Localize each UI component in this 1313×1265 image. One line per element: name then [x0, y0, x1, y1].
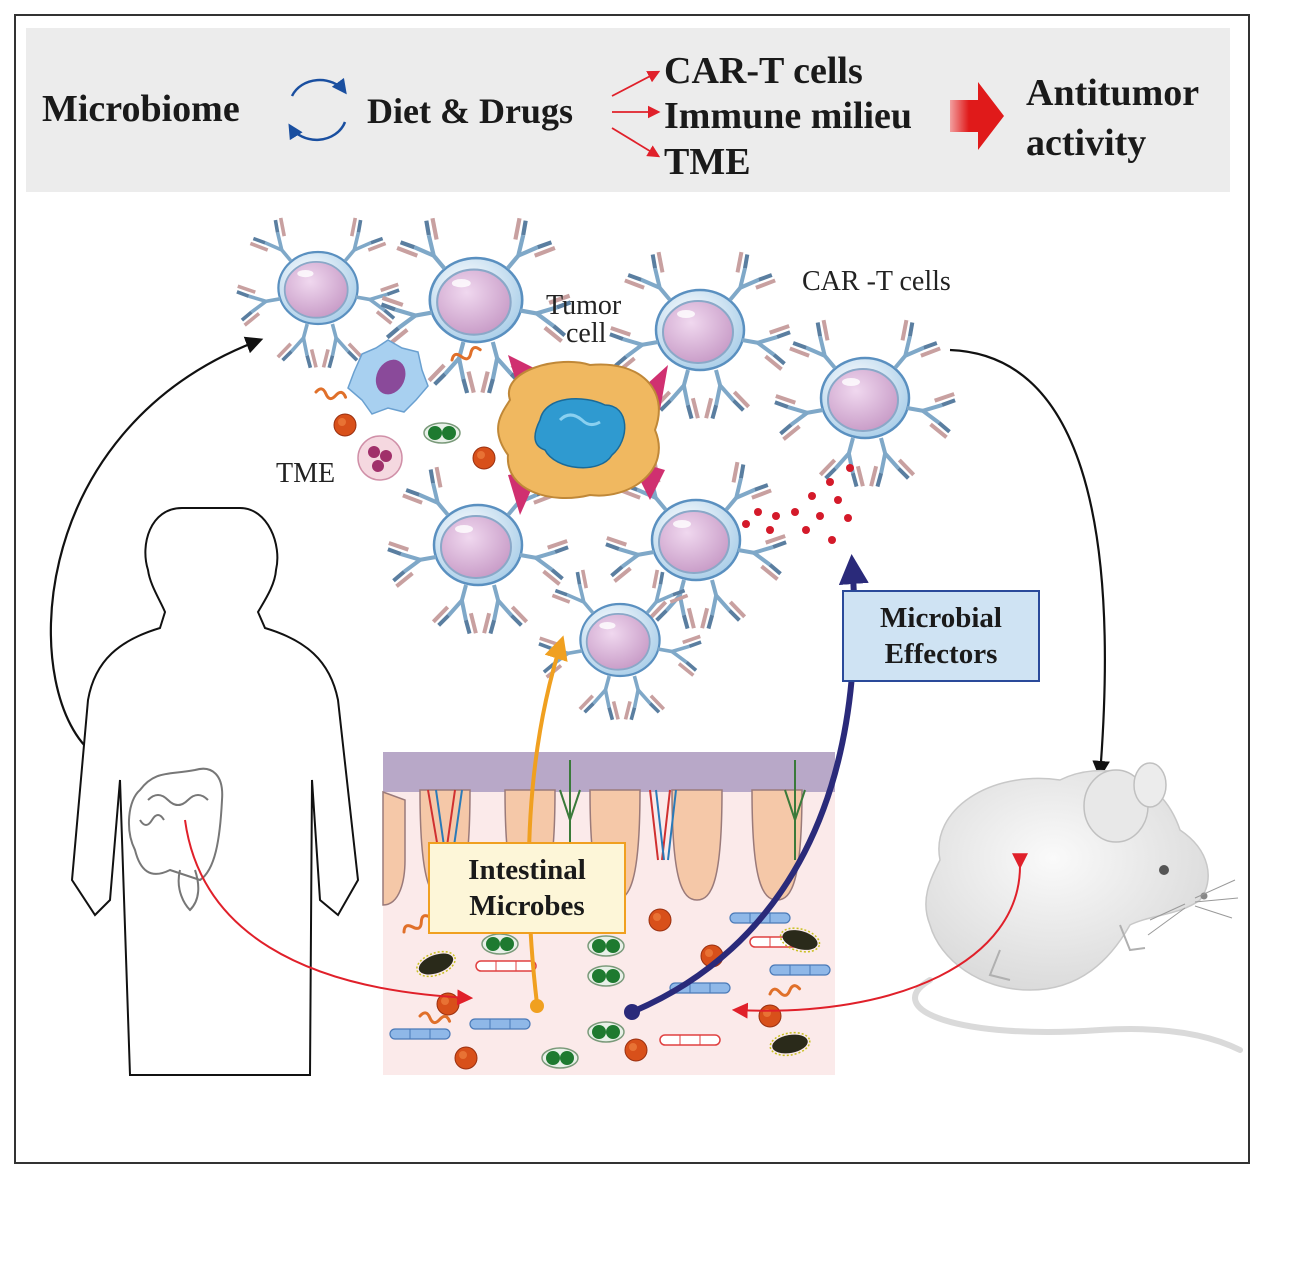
microbiome-label: Microbiome [42, 88, 240, 130]
tme-cells [313, 339, 496, 481]
summary-header [26, 28, 1230, 192]
car-t-to-mouse-arrow [949, 348, 1110, 779]
antitumor-label: Antitumor [1026, 72, 1200, 114]
effector-dots [742, 464, 854, 544]
activity-label: activity [1026, 122, 1147, 164]
red-block-arrow-icon [950, 82, 1004, 150]
human-silhouette-icon [70, 507, 360, 1076]
microbial-effectors-line1: Microbial [880, 601, 1002, 634]
intestinal-microbes-line2: Microbes [469, 890, 585, 922]
mouse-gut-arrow [731, 853, 1029, 1019]
intestine-icon [128, 767, 224, 912]
fan-out-arrows [611, 70, 661, 158]
microbial-effectors-line2: Effectors [884, 638, 998, 670]
cycle-arrows-icon [288, 77, 347, 142]
human-to-gut-arrow [184, 819, 474, 1006]
microbial-effectors-box: Microbial Effectors [842, 590, 1040, 682]
mouse-icon [912, 762, 1243, 1053]
figure-frame [14, 14, 1250, 1164]
diet-drugs-label: Diet & Drugs [367, 91, 573, 131]
tme-label: TME [276, 458, 336, 489]
car-t-cells-label: CAR -T cells [802, 266, 951, 297]
tumor-cell-label-line1: Tumor [546, 290, 622, 321]
intestinal-microbes-arrow [526, 635, 568, 1005]
intestinal-microbes-box: Intestinal Microbes [428, 842, 626, 934]
tumor-cell-label-line2: cell [566, 318, 607, 349]
outcome-immune-milieu: Immune milieu [664, 95, 913, 137]
human-to-tme-arrow [49, 336, 264, 756]
intestinal-microbes-line1: Intestinal [468, 853, 586, 886]
tumor-cell-icon [497, 355, 668, 515]
outcome-tme: TME [664, 141, 751, 183]
outcome-car-t-cells: CAR-T cells [664, 50, 863, 92]
